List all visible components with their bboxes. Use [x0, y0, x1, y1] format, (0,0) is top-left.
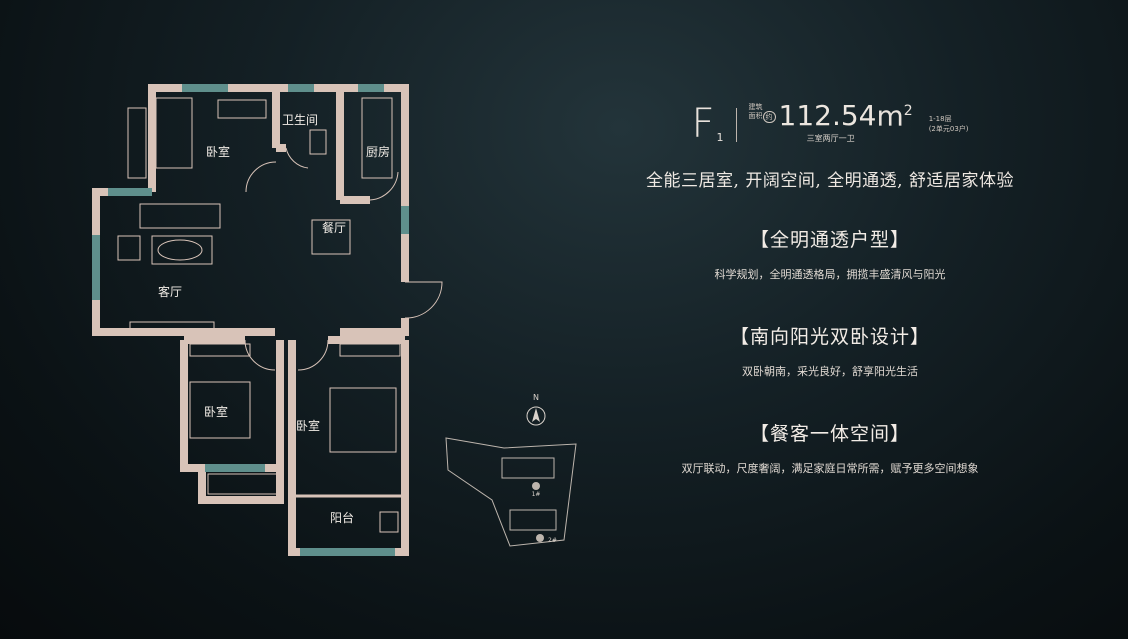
tagline: 全能三居室, 开阔空间, 全明通透, 舒适居家体验 — [646, 171, 1014, 191]
north-compass-icon: N — [526, 393, 546, 426]
area-unit-base: m — [876, 99, 904, 132]
rug-ellipse — [157, 239, 203, 261]
area-meta: 建筑 面积 — [749, 103, 763, 121]
site-building-2 — [509, 509, 557, 531]
feature-desc: 双卧朝南，采光良好，舒享阳光生活 — [742, 365, 918, 378]
wall-top-bedroom — [148, 84, 276, 192]
bed-left — [189, 381, 251, 439]
floor-info: 1-18层 (2单元03户) — [929, 114, 969, 134]
wardrobe-left — [189, 343, 251, 357]
label-bedroom-main: 卧室 — [296, 418, 320, 433]
window-bath — [288, 84, 314, 92]
bed-main — [329, 387, 397, 453]
rooms-description: 三室两厅一卫 — [806, 134, 855, 143]
window-top-bedroom — [182, 84, 228, 92]
feature-desc: 科学规划，全明通透格局，拥揽丰盛清风与阳光 — [714, 268, 946, 281]
door-bathroom — [285, 147, 309, 169]
model-number: 1 — [716, 131, 724, 144]
sofa — [139, 203, 221, 229]
window-living — [92, 235, 100, 300]
wall-living-left — [92, 188, 275, 336]
area-block: 建筑 面积 约 112.54 m2 三室两厅一卫 — [749, 96, 913, 144]
floor-range: 1-18层 — [928, 115, 952, 123]
site-boundary — [445, 437, 577, 547]
area-unit-sup: 2 — [903, 102, 913, 119]
window-balcony — [300, 548, 395, 556]
feature-1: 【全明通透户型】 科学规划，全明通透格局，拥揽丰盛清风与阳光 — [600, 225, 1060, 282]
door-left-bedroom — [244, 339, 276, 371]
floor-plan-drawing: 卧室 卫生间 厨房 餐厅 客厅 卧室 卧室 阳台 — [92, 84, 443, 556]
wall-corridor-left — [198, 468, 284, 504]
label-dining: 餐厅 — [322, 220, 346, 235]
building-unit: (2单元03户) — [928, 125, 969, 133]
model-letter: F — [691, 101, 715, 147]
feature-desc: 双厅联动，尺度奢阔，满足家庭日常所需，赋予更多空间想象 — [681, 462, 979, 475]
header-divider — [735, 108, 737, 142]
tv-cabinet — [129, 321, 215, 331]
label-living: 客厅 — [158, 284, 182, 299]
label-bedroom-top: 卧室 — [206, 144, 230, 159]
building-1-marker — [532, 482, 540, 490]
label-bedroom-left: 卧室 — [204, 404, 228, 419]
area-row: 建筑 面积 约 112.54 m2 — [749, 96, 913, 131]
dining-table — [311, 219, 351, 255]
feature-2: 【南向阳光双卧设计】 双卧朝南，采光良好，舒享阳光生活 — [600, 322, 1060, 379]
washer — [379, 511, 399, 533]
wardrobe-main — [339, 343, 401, 357]
site-label-building-2: 2# — [548, 537, 557, 544]
window-stair — [108, 188, 152, 196]
site-plan: 1# 2# — [445, 437, 577, 547]
door-entry — [404, 281, 443, 319]
area-unit: m2 — [876, 96, 912, 131]
feature-3: 【餐客一体空间】 双厅联动，尺度奢阔，满足家庭日常所需，赋予更多空间想象 — [600, 419, 1060, 476]
armchair — [117, 235, 141, 261]
window-dining — [401, 206, 409, 234]
building-2-marker — [536, 534, 544, 542]
toilet — [309, 129, 327, 155]
window-kitchen — [358, 84, 384, 92]
desk-top — [217, 99, 267, 119]
door-top-bedroom — [245, 161, 277, 193]
area-meta-line-1: 建筑 — [748, 103, 763, 111]
cabinet-bottom — [207, 473, 279, 495]
unit-header: F 1 建筑 面积 约 112.54 m2 三室两厅一卫 1-18层 (2单元0… — [600, 92, 1060, 147]
feature-title: 【南向阳光双卧设计】 — [729, 326, 930, 348]
wall-right-entry — [340, 318, 409, 336]
area-meta-line-2: 面积 — [748, 112, 763, 120]
label-kitchen: 厨房 — [366, 144, 390, 159]
label-bathroom: 卫生间 — [282, 113, 318, 127]
area-estimate-badge: 约 — [762, 111, 776, 123]
bed-top — [155, 97, 193, 169]
door-main-bedroom — [297, 339, 329, 371]
site-label-building-1: 1# — [532, 491, 541, 498]
wall-left-bedroom — [180, 340, 284, 472]
feature-title: 【全明通透户型】 — [749, 229, 910, 251]
label-balcony: 阳台 — [330, 510, 354, 525]
coffee-table — [151, 235, 213, 265]
info-panel: F 1 建筑 面积 约 112.54 m2 三室两厅一卫 1-18层 (2单元0… — [600, 92, 1060, 476]
wardrobe-stair — [127, 107, 147, 179]
kitchen-counter — [361, 97, 393, 179]
feature-title: 【餐客一体空间】 — [749, 423, 910, 445]
north-label: N — [533, 393, 539, 402]
door-kitchen — [369, 171, 399, 201]
area-value: 112.54 — [778, 99, 877, 132]
window-left-bedroom — [205, 464, 265, 472]
site-building-1 — [501, 457, 555, 479]
floor-plan: 卧室 卫生间 厨房 餐厅 客厅 卧室 卧室 阳台 — [60, 60, 480, 570]
